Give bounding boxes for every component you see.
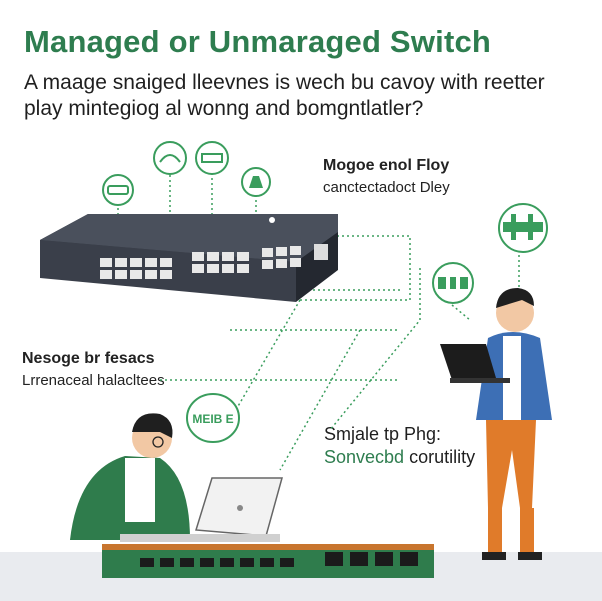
callout-middle-line2: Sonvecbd corutility (324, 447, 475, 468)
callout-top-right-body: canctectadoct Dley (323, 179, 450, 196)
callout-left-body: Lrrenaceal halacltees (22, 372, 165, 389)
standing-person (476, 288, 552, 560)
page-subtitle: A maage snaiged lleevnes is wech bu cavo… (24, 71, 545, 120)
power-led (269, 217, 275, 223)
uplink-port (314, 244, 328, 260)
connector-lines (117, 168, 520, 471)
link-icon (195, 141, 229, 175)
callout-top-right-heading: Mogoe enol Floy (323, 157, 450, 174)
network-switch (40, 214, 338, 302)
speech-bubble: MEIB E (186, 393, 240, 443)
signal-icon (153, 141, 187, 175)
plug-icon (498, 203, 548, 253)
port-icon (432, 262, 474, 304)
black-laptop (440, 344, 510, 383)
seated-person (70, 413, 190, 540)
switch-ports (100, 246, 301, 279)
callout-middle-highlight: Sonvecbd (324, 447, 405, 467)
router-icon (102, 174, 134, 206)
page-title: Managed or Unmaraged Switch (24, 24, 492, 59)
callout-left-heading: Nesoge br fesacs (22, 350, 155, 367)
hand-icon (241, 167, 271, 197)
bubble-text: MEIB E (192, 412, 233, 426)
laptop (120, 477, 283, 542)
callout-middle-rest: corutility (404, 447, 476, 467)
callout-middle-line1: Smjale tp Phg: (324, 424, 442, 444)
green-device (102, 544, 434, 578)
